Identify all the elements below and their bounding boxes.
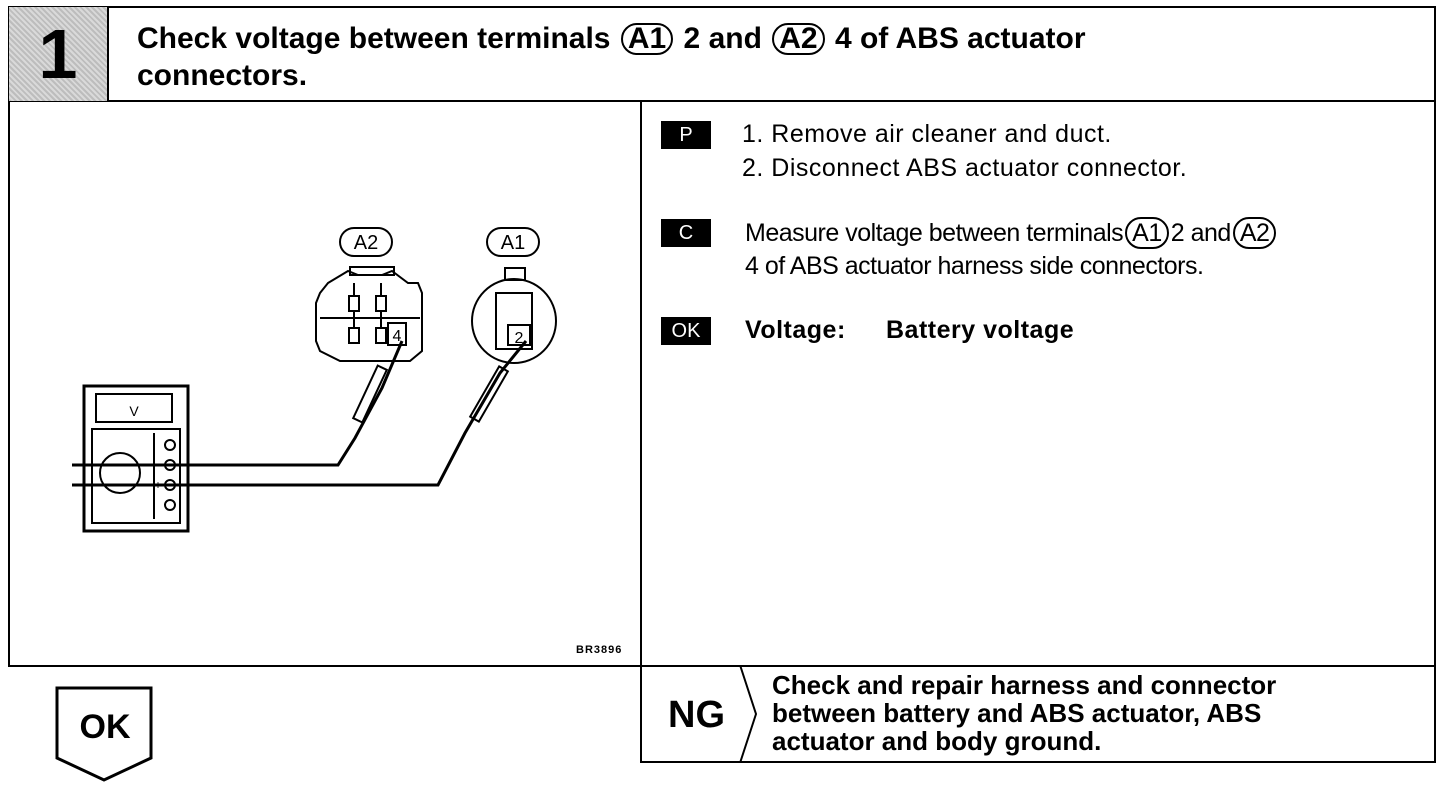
ok-spec-label: Voltage: (745, 316, 846, 344)
title-text-1: Check voltage between terminals (137, 22, 611, 55)
ok-tag: OK (661, 317, 711, 345)
title-text-3: 4 of ABS actuator (834, 22, 1086, 55)
ng-result-label: NG (668, 694, 725, 736)
step-title: Check voltage between terminals A1 2 and… (137, 20, 1337, 94)
title-text-2: 2 and (683, 22, 762, 55)
p-step-1: 1. Remove air cleaner and duct. (742, 120, 1112, 148)
a1-terminal-number: 2 (515, 330, 524, 347)
step-number-badge: 1 (9, 7, 109, 101)
meter-unit: V (129, 403, 139, 419)
ng-action: Check and repair harness and connector b… (772, 671, 1412, 755)
ng-box (640, 665, 1436, 763)
ng-chevron-icon (739, 665, 758, 763)
ok-spec-value: Battery voltage (886, 316, 1075, 344)
wiring-diagram: A2 A1 4 2 V − + (72, 227, 557, 533)
title-text-line2: connectors. (137, 59, 308, 92)
ok-arrow-icon (55, 686, 153, 782)
c-instruction-line2: 4 of ABS actuator harness side connector… (745, 252, 1204, 280)
a1-label-circle (486, 227, 540, 257)
a2-label-circle (339, 227, 393, 257)
ng-action-line-2: between battery and ABS actuator, ABS (772, 698, 1262, 728)
a2-connector-icon (315, 269, 423, 362)
p-tag: P (661, 121, 711, 149)
c-tag: C (661, 219, 711, 247)
title-connector-a2: A2 (772, 23, 825, 55)
meter-minus: − (154, 458, 161, 472)
voltmeter-icon (82, 384, 190, 533)
figure-code: BR3896 (576, 644, 623, 656)
a1-connector-icon (471, 278, 557, 364)
a1-label: A1 (501, 232, 525, 254)
ok-result-label: OK (79, 708, 131, 746)
meter-plus: + (154, 478, 161, 492)
p-step-2: 2. Disconnect ABS actuator connector. (742, 154, 1188, 182)
ng-action-line-3: actuator and body ground. (772, 726, 1102, 756)
title-connector-a1: A1 (620, 23, 674, 55)
c-connector-a1: A1 (1125, 217, 1169, 249)
a2-terminal-number: 4 (393, 328, 402, 345)
column-divider (640, 101, 642, 763)
c-connector-a2: A2 (1232, 217, 1277, 249)
ng-action-line-1: Check and repair harness and connector (772, 670, 1277, 700)
a2-label: A2 (354, 232, 378, 254)
step-number: 1 (38, 15, 78, 93)
